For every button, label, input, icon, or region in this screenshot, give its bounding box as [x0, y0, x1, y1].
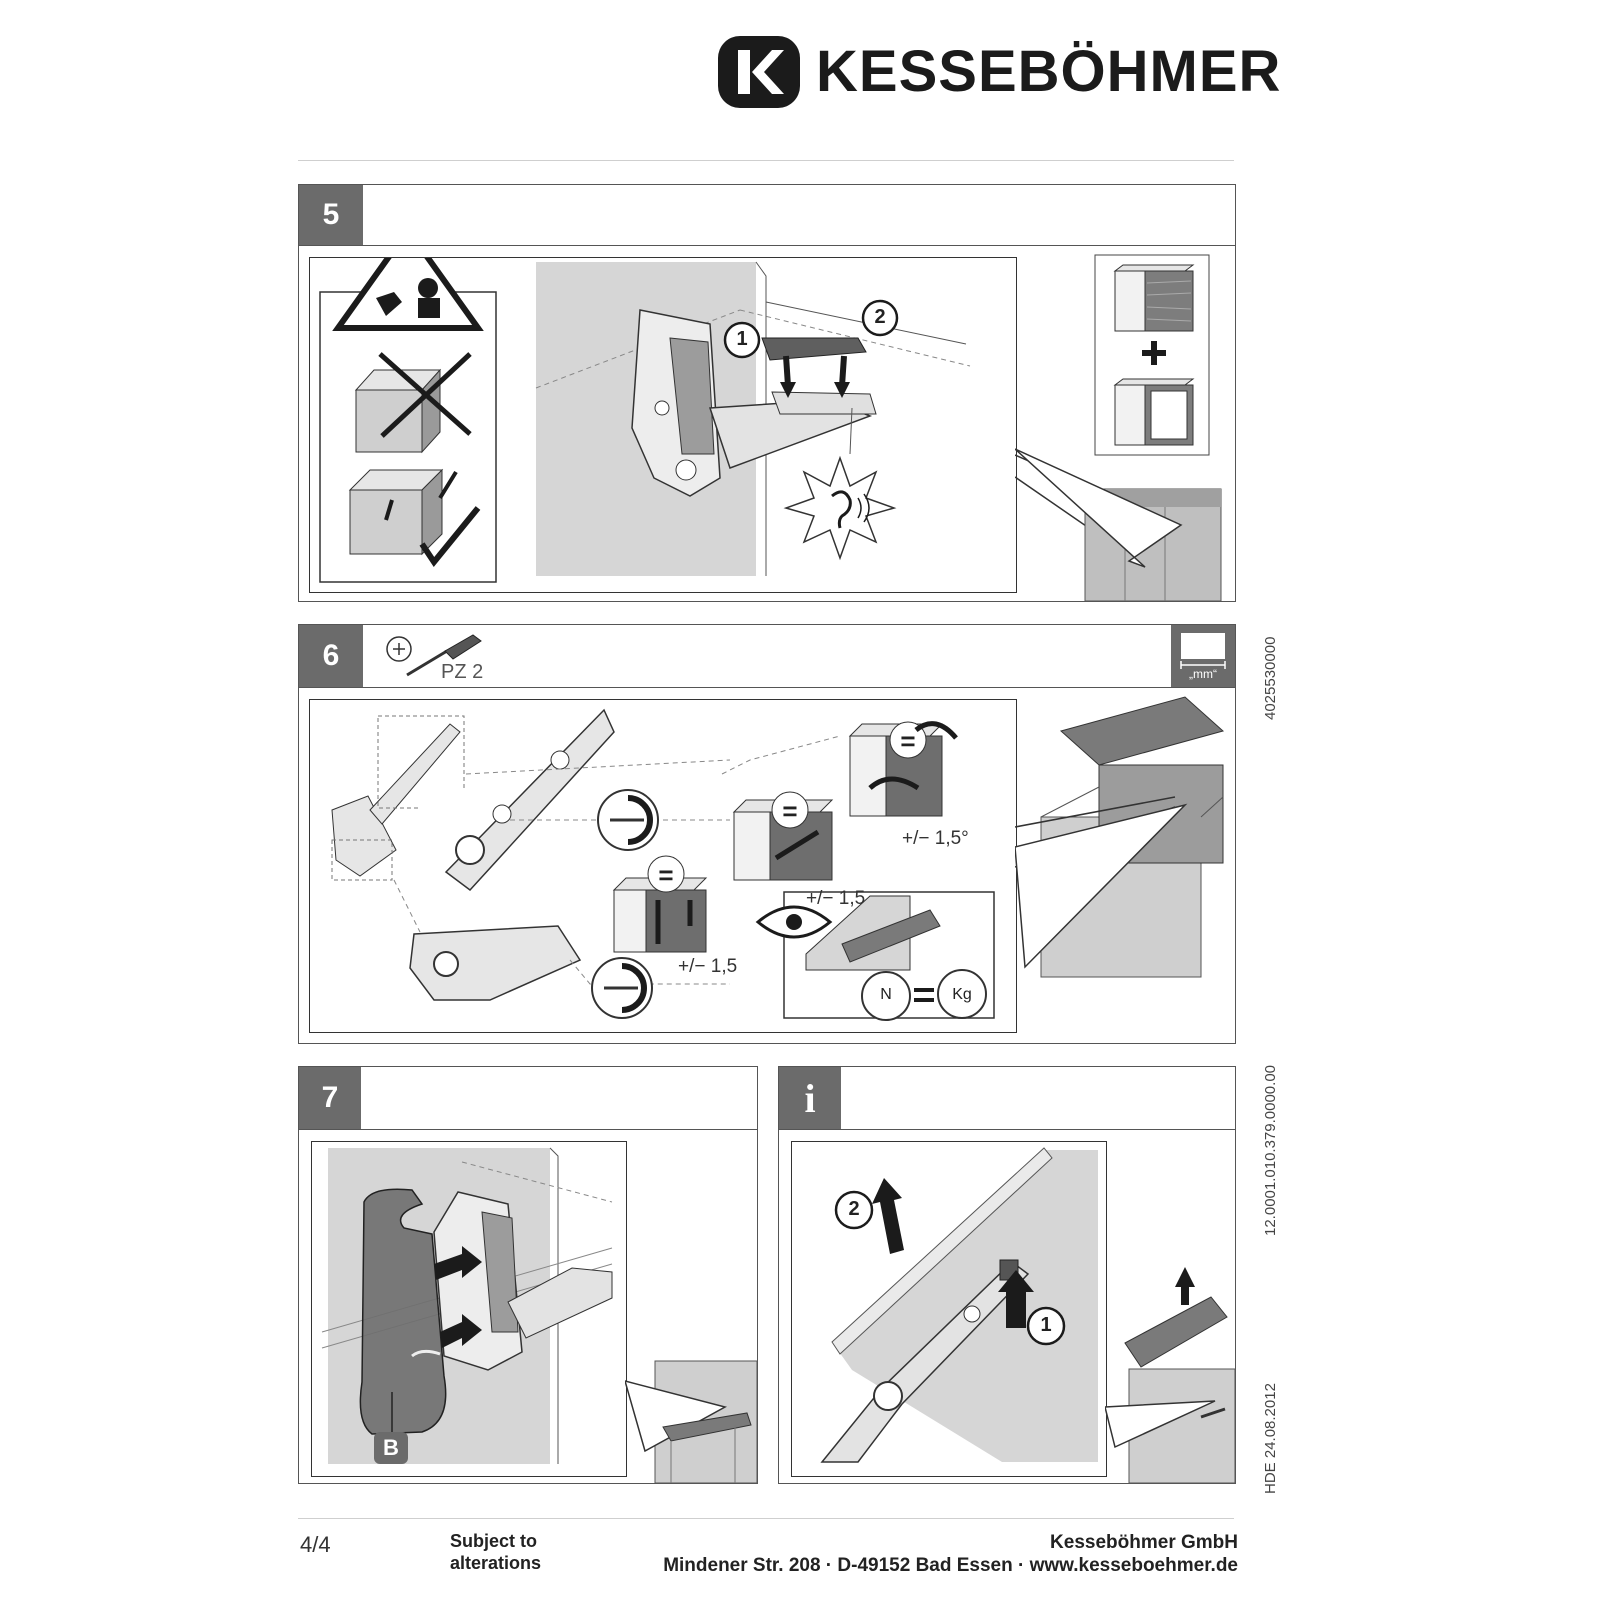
part-b-label: B: [383, 1435, 399, 1460]
step-7-panel: 7 B: [298, 1066, 758, 1484]
step-7-cabinet-zoom: [625, 1341, 757, 1483]
page-number: 4/4: [300, 1532, 331, 1557]
callout-1: 1: [736, 328, 748, 350]
company-address: Mindener Str. 208 · D-49152 Bad Essen · …: [663, 1555, 1238, 1576]
info-callout-2: 2: [848, 1198, 860, 1220]
brand-logo: KESSEBÖHMER: [716, 34, 1280, 110]
step-5-cabinet-zoom: [1015, 245, 1235, 601]
screwdriver-icon: [385, 629, 495, 683]
height-adjust-label: +/− 1,5: [678, 956, 738, 977]
step-6-cabinet-zoom: [1015, 687, 1235, 1043]
info-header: [779, 1067, 1235, 1130]
alterations-note: Subject to alterations: [450, 1531, 542, 1573]
mm-unit-label: „mm“: [1189, 667, 1217, 681]
kesseboehmer-logo-mark: [716, 34, 802, 110]
footer-divider: [298, 1518, 1234, 1519]
callout-2: 2: [874, 306, 886, 328]
step-5-header: [299, 185, 1235, 246]
step-6-header: [299, 625, 1235, 688]
step-5-number: 5: [299, 185, 363, 245]
tilt-adjust-label: +/− 1,5°: [902, 828, 969, 849]
step-5-illustration: 1 2: [309, 257, 1017, 593]
info-cabinet-zoom: [1105, 1257, 1235, 1483]
tool-size-label: PZ 2: [441, 661, 484, 683]
document-number: 12.0001.010.379.0000.00: [1262, 1065, 1279, 1236]
info-callout-1: 1: [1040, 1314, 1052, 1336]
spring-label: N: [880, 986, 892, 1003]
step-7-number: 7: [299, 1067, 361, 1129]
step-6-number: 6: [299, 625, 363, 687]
info-illustration: 2 1: [791, 1141, 1107, 1477]
brand-name: KESSEBÖHMER: [816, 39, 1282, 104]
header-divider: [298, 160, 1234, 161]
side-adjust-label: +/− 1,5: [806, 888, 866, 909]
step-7-illustration: B: [311, 1141, 627, 1477]
weight-label: Kg: [952, 986, 972, 1003]
step-6-illustration: = = = +/− 1,5° +/− 1,5 +/− 1,5 N Kg: [309, 699, 1017, 1033]
measurement-mm-badge: „mm“: [1171, 625, 1235, 687]
equal-sign-height: =: [658, 860, 674, 890]
step-5-panel: 5: [298, 184, 1236, 602]
step-6-panel: 6 PZ 2 „mm“: [298, 624, 1236, 1044]
info-panel: i 2 1: [778, 1066, 1236, 1484]
equal-sign-side: =: [782, 796, 798, 826]
equal-sign-tilt: =: [900, 726, 916, 756]
revision-date: HDE 24.08.2012: [1262, 1383, 1279, 1494]
article-number: 4025530000: [1262, 636, 1279, 720]
company-name: Kesseböhmer GmbH: [1050, 1532, 1238, 1553]
info-icon: i: [779, 1067, 841, 1129]
step-7-header: [299, 1067, 757, 1130]
